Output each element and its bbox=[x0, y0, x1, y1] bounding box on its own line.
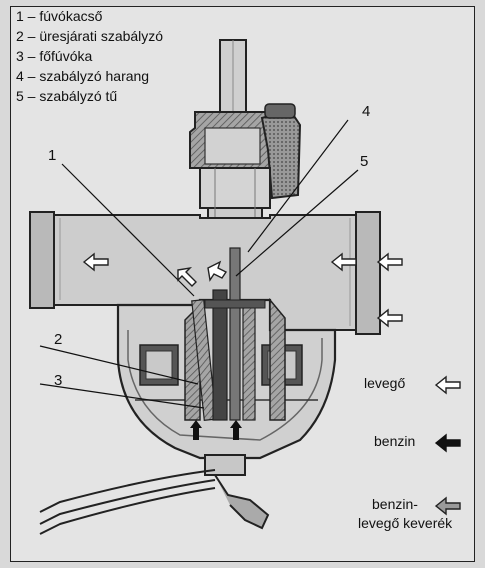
fuel-arrow-icon bbox=[434, 433, 461, 453]
intake-body bbox=[29, 211, 381, 335]
key-mixture-label-2: levegő keverék bbox=[358, 515, 453, 531]
callout-2: 2 bbox=[54, 331, 62, 348]
legend-item-5: 5 – szabályzó tű bbox=[16, 88, 118, 104]
fuel-arrow-icon bbox=[190, 420, 202, 440]
air-arrow-icon bbox=[434, 375, 461, 395]
fuel-arrow-icon bbox=[230, 420, 242, 440]
key-fuel-label: benzin bbox=[374, 433, 416, 449]
air-arrow-icon bbox=[207, 260, 228, 282]
key-mixture-label-1: benzin- bbox=[372, 496, 418, 512]
key-arrows bbox=[434, 375, 461, 516]
air-arrow-icon bbox=[177, 266, 197, 287]
legend-item-3: 3 – főfúvóka bbox=[16, 48, 93, 64]
air-arrow-icon bbox=[330, 252, 357, 272]
legend-item-2: 2 – üresjárati szabályzó bbox=[16, 28, 164, 44]
upper-cover bbox=[189, 103, 302, 200]
callout-1: 1 bbox=[48, 147, 56, 164]
fuel-line bbox=[39, 454, 270, 535]
key-air-label: levegő bbox=[364, 375, 406, 391]
legend-item-4: 4 – szabályzó harang bbox=[16, 68, 150, 84]
leader-lines bbox=[39, 119, 359, 409]
air-flow-arrows bbox=[82, 252, 403, 328]
air-arrow-icon bbox=[376, 308, 403, 328]
jets-and-needle bbox=[191, 247, 266, 421]
mixture-arrow-icon bbox=[434, 496, 461, 516]
fuel-flow-arrows bbox=[190, 420, 242, 440]
callout-4: 4 bbox=[362, 103, 370, 120]
callout-3: 3 bbox=[54, 372, 62, 389]
legend-item-1: 1 – fúvókacső bbox=[16, 8, 103, 24]
air-arrow-icon bbox=[376, 252, 403, 272]
air-arrow-icon bbox=[82, 252, 109, 272]
callout-5: 5 bbox=[360, 153, 368, 170]
top-tube bbox=[219, 39, 247, 113]
